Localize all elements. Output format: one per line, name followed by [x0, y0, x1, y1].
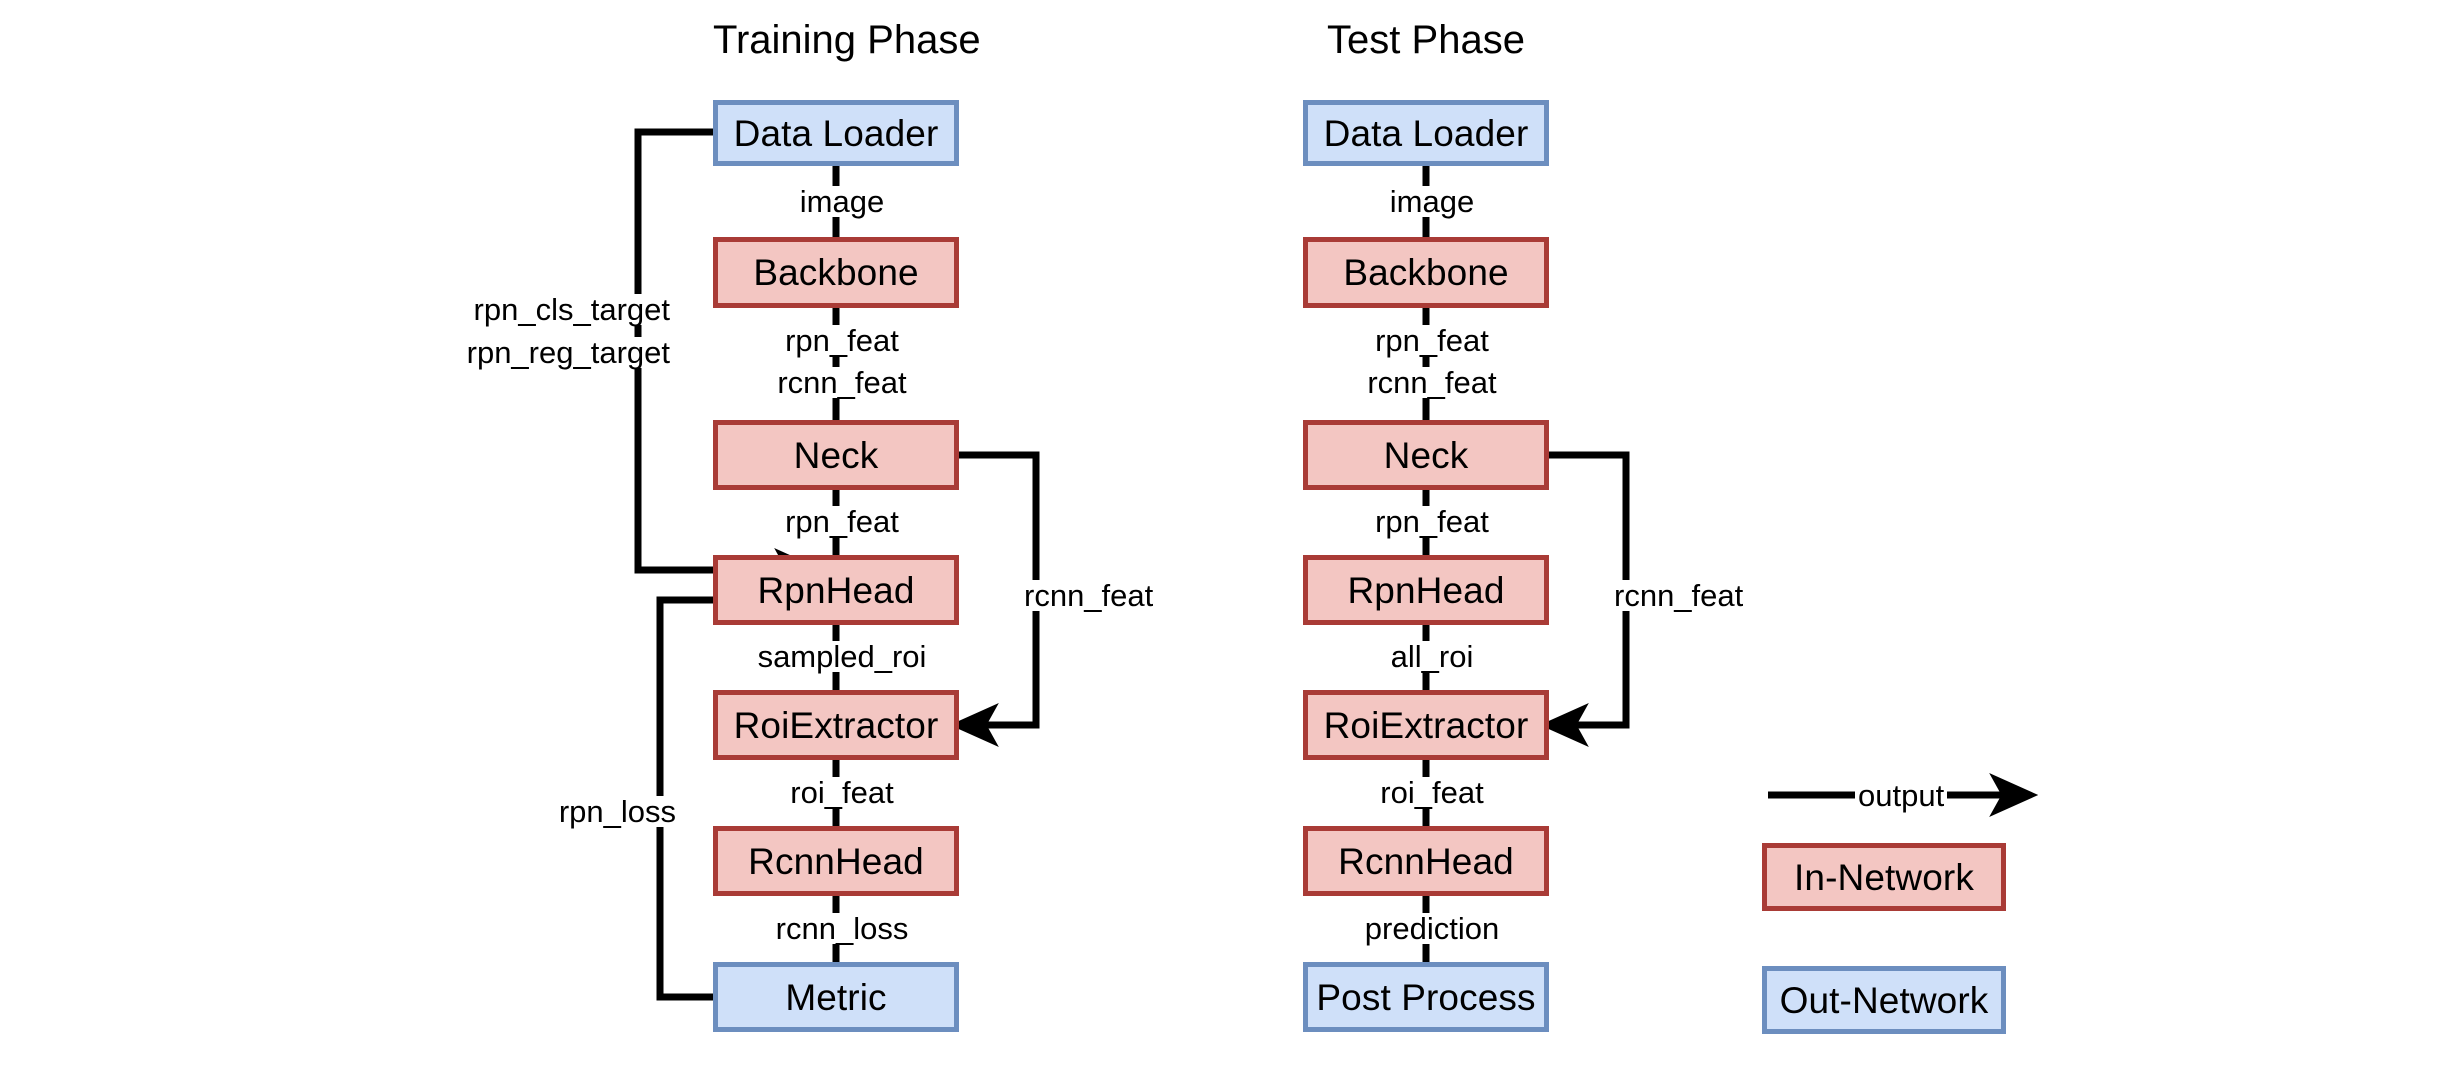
training-edge-label-image: image [736, 186, 948, 217]
test-edge-label-rcnn-feat-side: rcnn_feat [1608, 580, 1800, 611]
training-edge-label-rpn-cls-target: rpn_cls_target [430, 294, 676, 325]
training-edge-label-rpn-feat-mid: rpn_feat [736, 506, 948, 537]
training-edge-label-rcnn-feat-top: rcnn_feat [736, 367, 948, 398]
test-node-post-process[interactable]: Post Process [1303, 962, 1549, 1032]
training-edge-label-rpn-reg-target: rpn_reg_target [430, 337, 676, 368]
test-node-backbone[interactable]: Backbone [1303, 237, 1549, 308]
test-phase-title: Test Phase [1327, 18, 1525, 62]
training-node-rcnn-head[interactable]: RcnnHead [713, 826, 959, 896]
training-node-rpn-head[interactable]: RpnHead [713, 555, 959, 625]
training-node-data-loader[interactable]: Data Loader [713, 100, 959, 166]
test-edge-label-rpn-feat-mid: rpn_feat [1326, 506, 1538, 537]
test-node-rpn-head[interactable]: RpnHead [1303, 555, 1549, 625]
training-node-backbone[interactable]: Backbone [713, 237, 959, 308]
test-edge-label-prediction: prediction [1326, 913, 1538, 944]
training-edge-label-rcnn-loss: rcnn_loss [736, 913, 948, 944]
test-edge-label-all-roi: all_roi [1326, 641, 1538, 672]
legend-output-label: output [1855, 780, 1948, 811]
test-node-data-loader[interactable]: Data Loader [1303, 100, 1549, 166]
test-node-neck[interactable]: Neck [1303, 420, 1549, 490]
training-node-neck[interactable]: Neck [713, 420, 959, 490]
training-edge-label-rpn-feat-top: rpn_feat [736, 325, 948, 356]
test-edge-label-roi-feat: roi_feat [1326, 777, 1538, 808]
training-edge-label-rpn-loss: rpn_loss [440, 796, 682, 827]
legend-in-network-box: In-Network [1762, 843, 2006, 911]
training-edge-label-sampled-roi: sampled_roi [716, 641, 968, 672]
training-edge-label-rcnn-feat-side: rcnn_feat [1018, 580, 1210, 611]
test-node-rcnn-head[interactable]: RcnnHead [1303, 826, 1549, 896]
test-node-roi-extractor[interactable]: RoiExtractor [1303, 690, 1549, 760]
training-node-roi-extractor[interactable]: RoiExtractor [713, 690, 959, 760]
test-edge-label-image: image [1326, 186, 1538, 217]
legend-out-network-box: Out-Network [1762, 966, 2006, 1034]
training-phase-title: Training Phase [713, 18, 981, 62]
training-edge-label-roi-feat: roi_feat [736, 777, 948, 808]
test-edge-label-rcnn-feat-top: rcnn_feat [1326, 367, 1538, 398]
training-node-metric[interactable]: Metric [713, 962, 959, 1032]
test-edge-label-rpn-feat-top: rpn_feat [1326, 325, 1538, 356]
